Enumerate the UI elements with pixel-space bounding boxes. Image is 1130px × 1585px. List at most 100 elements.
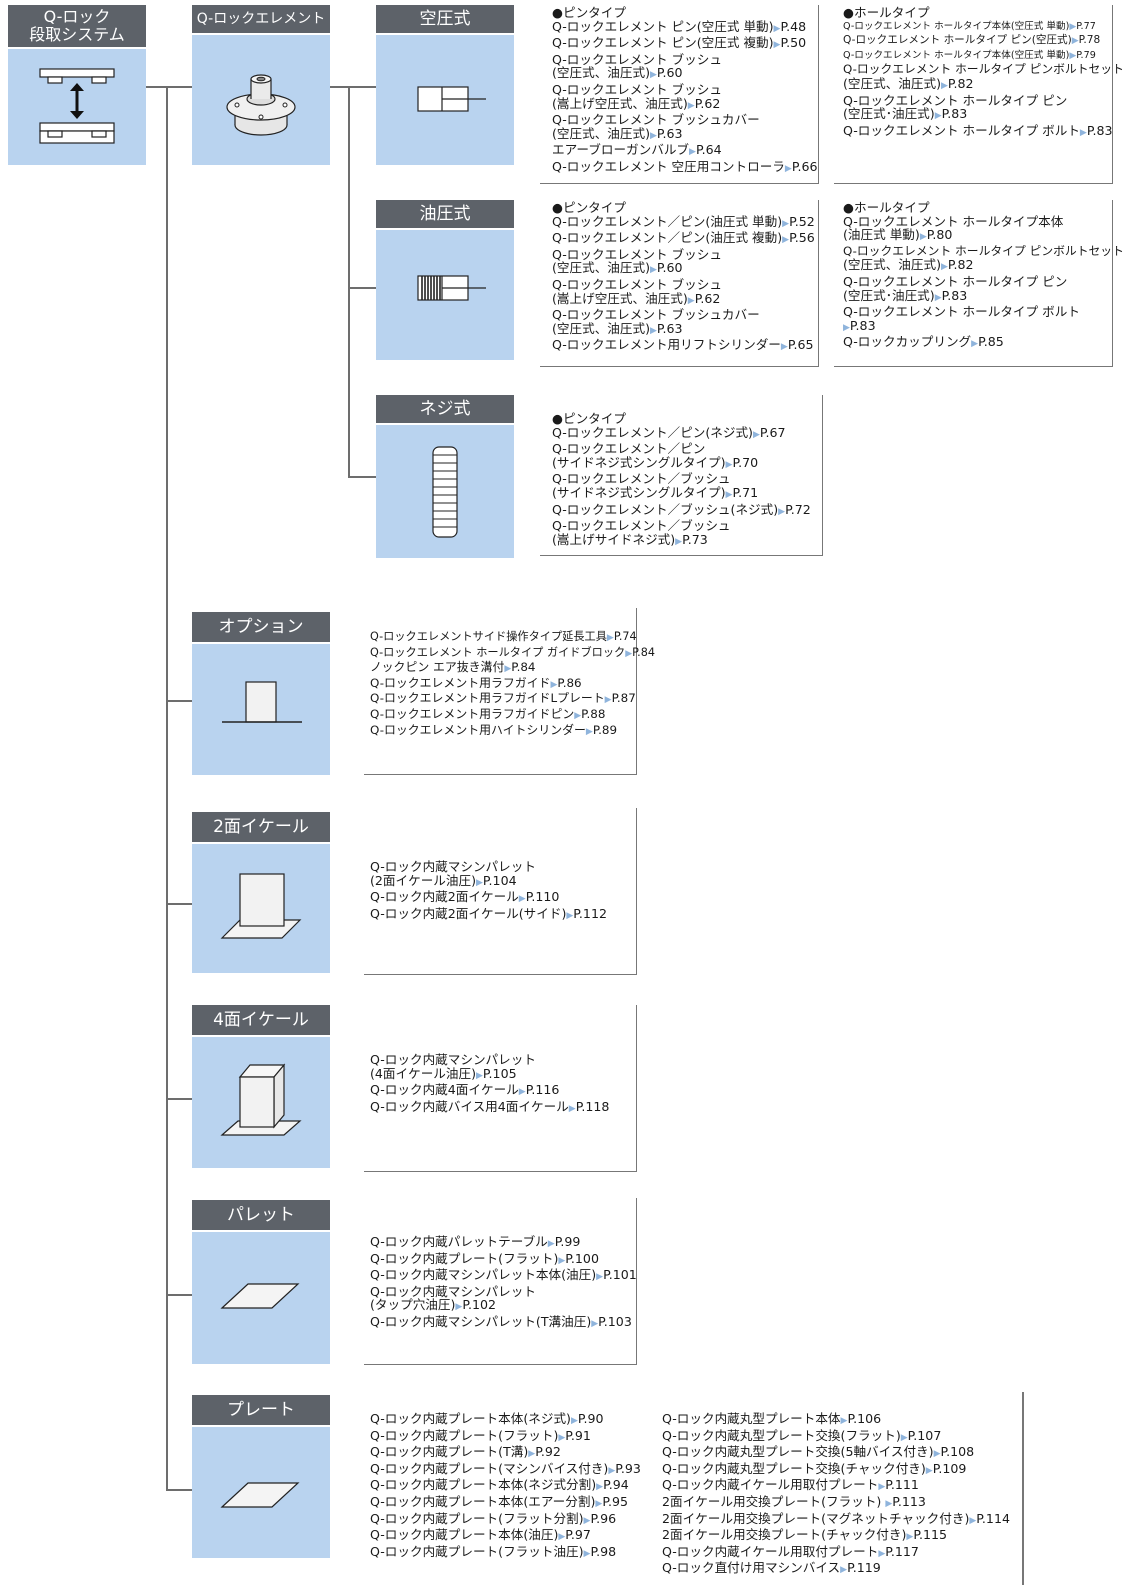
page-arrow-icon: ▶ [689, 147, 696, 158]
pallet-list: Q-ロック内蔵パレットテーブル▶P.99 Q-ロック内蔵プレート(フラット)▶P… [370, 1235, 637, 1332]
list-item: Q-ロック内蔵プレート本体(ネジ式分割)▶P.94 [370, 1477, 629, 1493]
page-arrow-icon: ▶ [778, 506, 786, 517]
page-arrow-icon: ▶ [780, 342, 788, 353]
list-item: Q-ロック内蔵プレート(マシンバイス付き)▶P.93 [370, 1460, 641, 1476]
pallet-bracket [364, 1198, 637, 1365]
page-arrow-icon: ▶ [455, 1302, 463, 1313]
list-item: Q-ロック内蔵丸型プレート交換(フラット)▶P.107 [662, 1427, 942, 1443]
neji-header: ネジ式 [376, 395, 514, 423]
list-item: Q-ロックエレメント ホールタイプ本体(空圧式 単動)▶P.79 [843, 49, 1096, 61]
connector [348, 86, 350, 477]
option-bracket [364, 608, 637, 775]
page-arrow-icon: ▶ [583, 1548, 591, 1559]
element-header: Q-ロックエレメント [192, 5, 330, 33]
connector [348, 287, 376, 289]
list-item: Q-ロック内蔵丸型プレート交換(チャック付き)▶P.109 [662, 1460, 967, 1476]
page-arrow-icon: ▶ [934, 292, 942, 303]
yonmen-list: Q-ロック内蔵マシンパレット (4面イケール油圧)▶P.105 Q-ロック内蔵4… [370, 1053, 609, 1116]
list-item: Q-ロックエレメント ホールタイプ本体(空圧式 単動)▶P.77 [843, 20, 1096, 32]
list-item: Q-ロック内蔵丸型プレート本体▶P.106 [662, 1411, 882, 1426]
list-item: (空圧式･油圧式)▶P.83 [843, 106, 968, 122]
page-arrow-icon: ▶ [596, 1272, 604, 1283]
option-list: Q-ロックエレメントサイド操作タイプ延長工具▶P.74 Q-ロックエレメント ホ… [370, 630, 655, 739]
list-item: ▶P.83 [843, 317, 876, 333]
list-item: (嵩上げサイドネジ式)▶P.73 [552, 531, 708, 547]
yonmen-bracket [364, 1005, 637, 1172]
list-item: Q-ロックエレメント ホールタイプ ピン(空圧式)▶P.78 [843, 34, 1101, 47]
connector [166, 1489, 192, 1491]
page-arrow-icon: ▶ [608, 1465, 616, 1476]
list-item: ●ピンタイプ [552, 411, 626, 426]
page-arrow-icon: ▶ [752, 429, 760, 440]
yonmen-header: 4面イケール [192, 1005, 330, 1035]
nimen-list: Q-ロック内蔵マシンパレット (2面イケール油圧)▶P.104 Q-ロック内蔵2… [370, 860, 607, 923]
page-arrow-icon: ▶ [649, 265, 657, 276]
list-item: Q-ロックエレメント用ラフガイドLプレート▶P.87 [370, 691, 636, 706]
page-arrow-icon: ▶ [570, 1416, 578, 1426]
connector [166, 700, 192, 702]
angle-plate-4-icon [220, 1063, 302, 1136]
page-arrow-icon: ▶ [969, 1515, 977, 1526]
page-arrow-icon: ▶ [878, 1548, 886, 1559]
list-item: Q-ロック内蔵プレート本体(エアー分割)▶P.95 [370, 1493, 628, 1509]
list-item: エアーブローガンバルブ▶P.64 [552, 142, 722, 158]
qlock-system-box: Q-ロック 段取システム [8, 5, 146, 165]
page-arrow-icon: ▶ [568, 1103, 576, 1114]
yuatsu-pin-list: ●ピンタイプ Q-ロックエレメント／ピン(油圧式 単動)▶P.52 Q-ロックエ… [552, 201, 815, 355]
list-item: ●ホールタイプ [843, 5, 930, 20]
list-item: (空圧式、油圧式)▶P.60 [552, 260, 683, 276]
list-item: Q-ロック内蔵プレート本体(ネジ式)▶P.90 [370, 1411, 604, 1426]
list-item: Q-ロック内蔵プレート本体(油圧)▶P.97 [370, 1527, 591, 1543]
screw-pin-icon [432, 446, 458, 538]
page-arrow-icon: ▶ [687, 295, 695, 306]
list-item: Q-ロックエレメント用リフトシリンダー▶P.65 [552, 337, 814, 353]
page-arrow-icon: ▶ [649, 70, 657, 81]
list-item: Q-ロック内蔵4面イケール▶P.116 [370, 1082, 560, 1098]
page-arrow-icon: ▶ [1079, 127, 1087, 138]
plate-list-col2: Q-ロック内蔵丸型プレート本体▶P.106 Q-ロック内蔵丸型プレート交換(フラ… [662, 1412, 1010, 1578]
list-item: Q-ロックエレメント ブッシュカバー [552, 307, 760, 323]
kuatsu-hole-bracket [834, 5, 1113, 184]
element-icon [226, 74, 296, 136]
kuatsu-header: 空圧式 [376, 5, 514, 33]
page-arrow-icon: ▶ [518, 1087, 526, 1098]
yuatsu-body [376, 230, 514, 360]
list-item: (空圧式、油圧式)▶P.63 [552, 320, 683, 336]
list-item: (2面イケール油圧)▶P.104 [370, 872, 517, 888]
list-item: Q-ロック直付け用マシンバイス▶P.119 [662, 1560, 881, 1576]
list-item: Q-ロックエレメント／ブッシュ [552, 518, 731, 534]
kuatsu-pin-list: ●ピンタイプ Q-ロックエレメント ピン(空圧式 単動)▶P.48 Q-ロックエ… [552, 6, 818, 177]
page-arrow-icon: ▶ [782, 235, 790, 246]
list-item: Q-ロックエレメント ホールタイプ ピンボルトセット [843, 62, 1124, 77]
list-item: Q-ロック内蔵プレート(フラット分割)▶P.96 [370, 1510, 617, 1526]
page-arrow-icon: ▶ [606, 633, 614, 643]
page-arrow-icon: ▶ [878, 1482, 886, 1493]
list-item: (サイドネジ式シングルタイプ)▶P.71 [552, 484, 759, 500]
page-arrow-icon: ▶ [583, 1515, 591, 1526]
list-item: ●ピンタイプ [552, 200, 626, 215]
page-arrow-icon: ▶ [528, 1449, 536, 1460]
page-arrow-icon: ▶ [1069, 21, 1077, 32]
page-arrow-icon: ▶ [940, 80, 948, 91]
list-item: (空圧式、油圧式)▶P.60 [552, 65, 683, 81]
page-arrow-icon: ▶ [558, 1432, 566, 1443]
list-item: Q-ロックエレメント ホールタイプ ボルト [843, 304, 1080, 320]
list-item: (空圧式、油圧式)▶P.82 [843, 257, 974, 273]
list-item: Q-ロックエレメント ブッシュ [552, 276, 722, 292]
list-item: Q-ロックエレメント ピン(空圧式 複動)▶P.50 [552, 35, 807, 51]
list-item: (嵩上げ空圧式、油圧式)▶P.62 [552, 290, 721, 306]
nimen-bracket [364, 808, 637, 975]
page-arrow-icon: ▶ [933, 1449, 941, 1460]
list-item: Q-ロックエレメント／ピン(ネジ式)▶P.67 [552, 424, 786, 440]
list-item: Q-ロックカップリング▶P.85 [843, 334, 1004, 350]
page-arrow-icon: ▶ [725, 459, 733, 470]
connector [166, 86, 168, 1491]
list-item: 2面イケール用交換プレート(マグネットチャック付き)▶P.114 [662, 1510, 1010, 1526]
page-arrow-icon: ▶ [625, 648, 633, 659]
yuatsu-hole-list: ●ホールタイプ Q-ロックエレメント ホールタイプ本体 (油圧式 単動)▶P.8… [843, 201, 1124, 352]
option-body [192, 644, 330, 775]
page-arrow-icon: ▶ [1069, 50, 1077, 61]
page-arrow-icon: ▶ [547, 1239, 555, 1249]
connector [330, 86, 376, 88]
list-item: Q-ロック内蔵プレート(フラット)▶P.100 [370, 1250, 599, 1266]
